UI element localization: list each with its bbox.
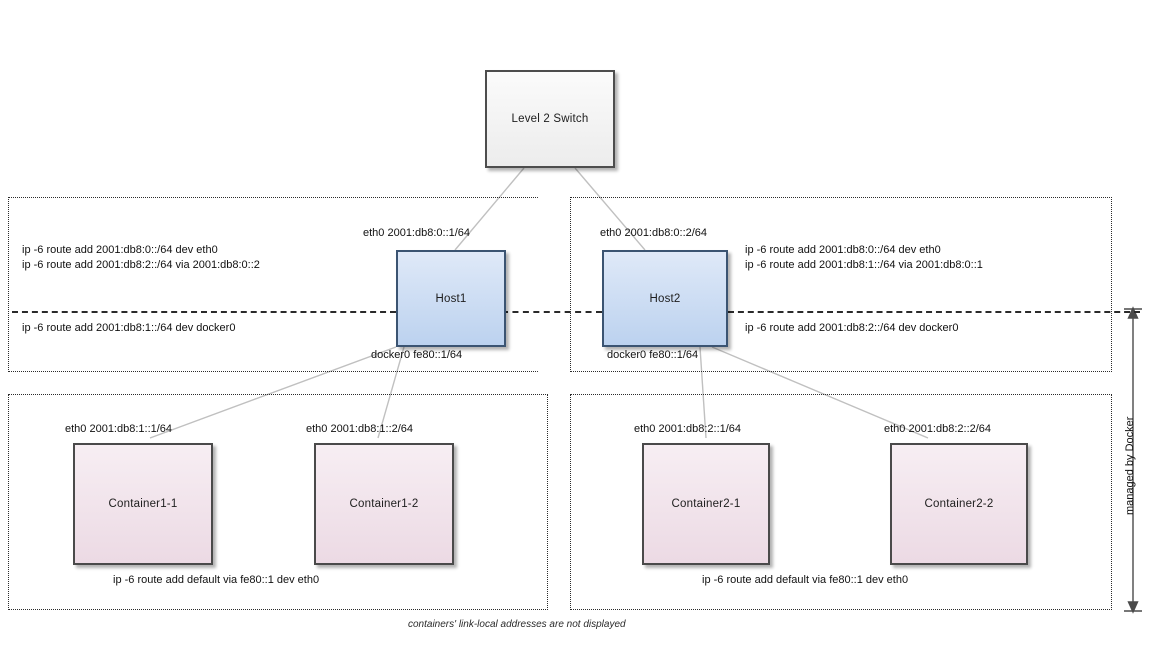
host1-route-eth0-cmd: ip -6 route add 2001:db8:0::/64 dev eth0 — [22, 244, 218, 256]
container2-2-eth0-label: eth0 2001:db8:2::2/64 — [884, 423, 992, 435]
host2-route-eth0-cmd: ip -6 route add 2001:db8:0::/64 dev eth0 — [745, 244, 941, 256]
host1-route-docker0-cmd: ip -6 route add 2001:db8:1::/64 dev dock… — [22, 322, 236, 334]
host1-group-frame — [8, 197, 538, 372]
host2-docker0-label: docker0 fe80::1/64 — [607, 349, 699, 361]
container1-default-route-cmd: ip -6 route add default via fe80::1 dev … — [113, 574, 320, 586]
host1-label: Host1 — [435, 292, 467, 305]
host1-eth0-label: eth0 2001:db8:0::1/64 — [363, 227, 471, 239]
level2-switch-label: Level 2 Switch — [511, 113, 589, 125]
host1-docker0-label: docker0 fe80::1/64 — [371, 349, 463, 361]
container1-2-node[interactable]: Container1-2 — [314, 443, 454, 565]
container1-2-eth0-label: eth0 2001:db8:1::2/64 — [306, 423, 414, 435]
container2-group-frame — [570, 394, 1112, 610]
container2-1-node[interactable]: Container2-1 — [642, 443, 770, 565]
host1-route-remote-cmd: ip -6 route add 2001:db8:2::/64 via 2001… — [22, 259, 260, 271]
container2-1-eth0-label: eth0 2001:db8:2::1/64 — [634, 423, 742, 435]
host2-route-remote-cmd: ip -6 route add 2001:db8:1::/64 via 2001… — [745, 259, 983, 271]
container1-2-label: Container1-2 — [349, 498, 419, 510]
host2-interface-separator-right — [728, 311, 1140, 313]
host1-node[interactable]: Host1 — [396, 250, 506, 347]
managed-by-docker-label: managed by Docker — [1124, 416, 1136, 515]
container2-2-label: Container2-2 — [924, 498, 994, 510]
host1-interface-separator — [12, 311, 396, 313]
host1-interface-separator-right — [502, 311, 602, 313]
host2-label: Host2 — [649, 292, 681, 305]
diagram-caption: containers' link-local addresses are not… — [408, 619, 626, 630]
container1-1-eth0-label: eth0 2001:db8:1::1/64 — [65, 423, 173, 435]
level2-switch-node[interactable]: Level 2 Switch — [485, 70, 615, 168]
container1-1-node[interactable]: Container1-1 — [73, 443, 213, 565]
container2-default-route-cmd: ip -6 route add default via fe80::1 dev … — [702, 574, 909, 586]
container2-2-node[interactable]: Container2-2 — [890, 443, 1028, 565]
host2-route-docker0-cmd: ip -6 route add 2001:db8:2::/64 dev dock… — [745, 322, 959, 334]
container1-group-frame — [8, 394, 548, 610]
host2-group-frame — [570, 197, 1112, 372]
container2-1-label: Container2-1 — [671, 498, 741, 510]
host2-node[interactable]: Host2 — [602, 250, 728, 347]
container1-1-label: Container1-1 — [108, 498, 178, 510]
host2-eth0-label: eth0 2001:db8:0::2/64 — [600, 227, 708, 239]
